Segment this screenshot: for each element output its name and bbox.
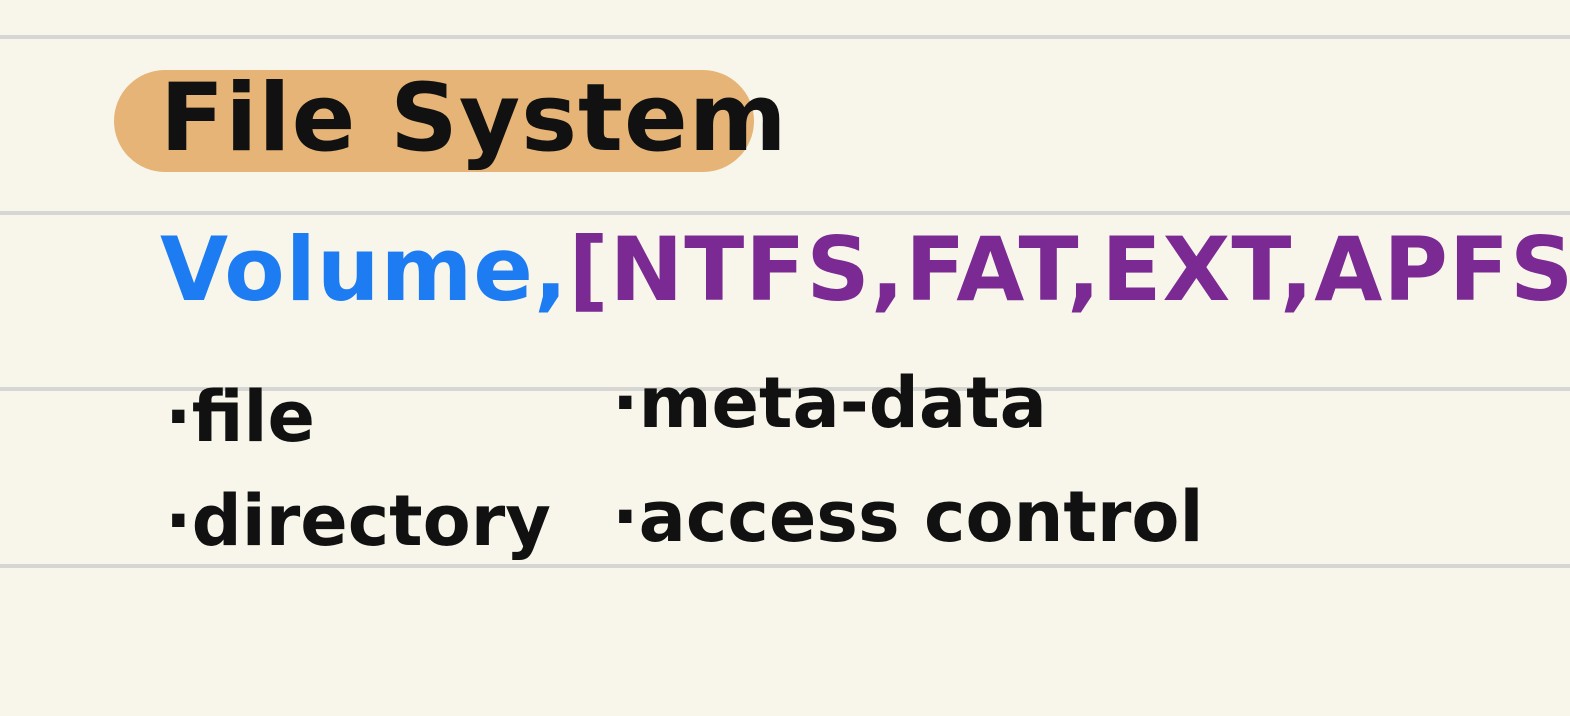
list-item-access-control: ·access control bbox=[612, 476, 1204, 558]
list-item-meta-data: ·meta-data bbox=[612, 362, 1047, 444]
page-title: File System bbox=[160, 64, 788, 173]
volume-label: Volume bbox=[160, 218, 534, 321]
volume-types: [NTFS,FAT,EXT,APFS] bbox=[568, 218, 1570, 321]
list-item-directory: ·directory bbox=[165, 480, 551, 562]
ruled-line bbox=[0, 211, 1570, 215]
list-item-file: ·file bbox=[165, 376, 315, 458]
volume-separator: , bbox=[533, 218, 569, 321]
title-highlight bbox=[114, 70, 754, 172]
ruled-line bbox=[0, 35, 1570, 39]
volume-line: Volume,[NTFS,FAT,EXT,APFS] bbox=[160, 226, 1570, 314]
ruled-line bbox=[0, 387, 1570, 391]
ruled-line bbox=[0, 564, 1570, 568]
